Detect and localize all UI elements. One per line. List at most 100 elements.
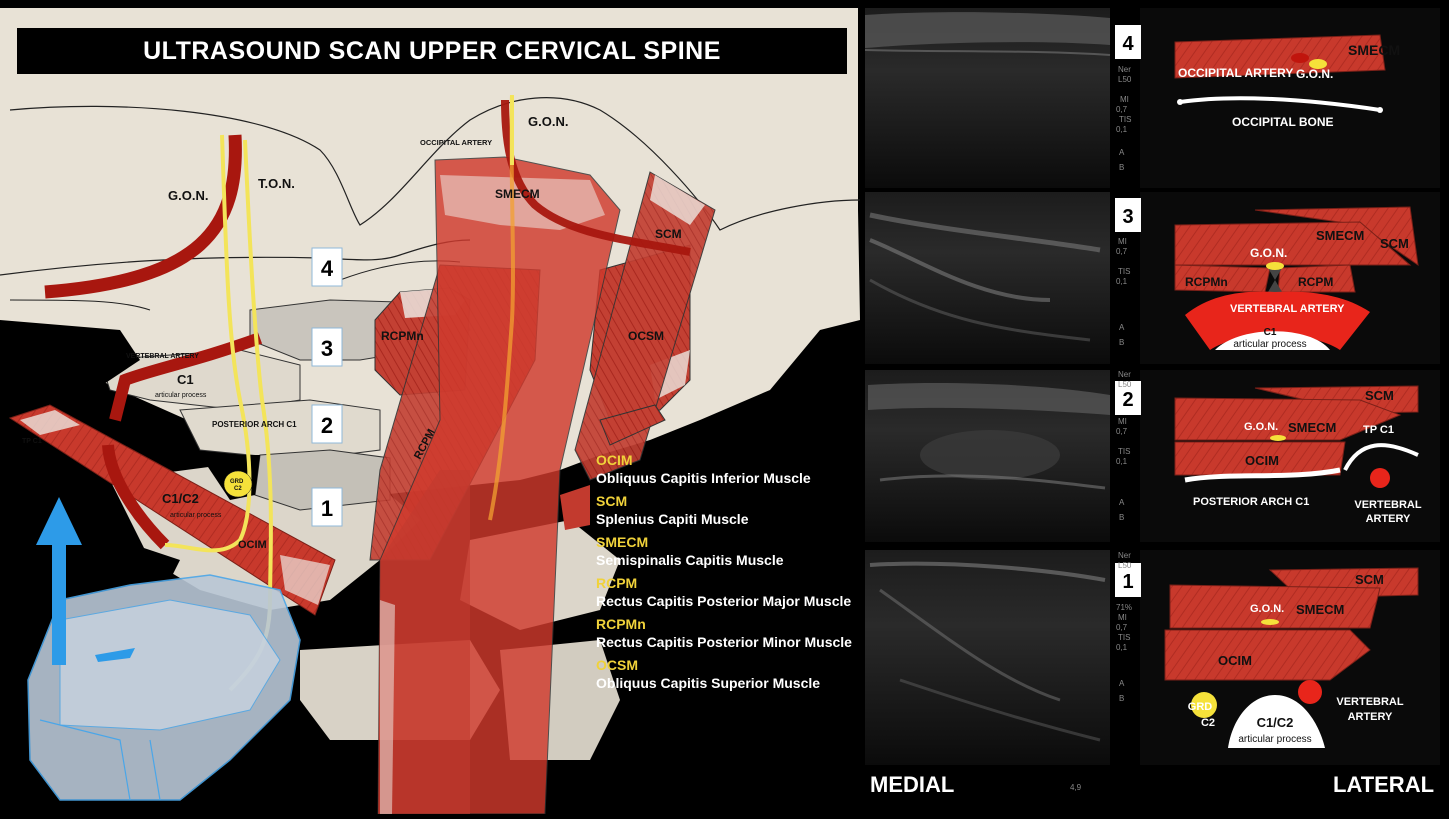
- legend-item: OCIM Obliquus Capitis Inferior Muscle: [596, 452, 858, 487]
- svg-text:SCM: SCM: [1355, 572, 1384, 587]
- svg-text:ARTERY: ARTERY: [1348, 711, 1393, 723]
- svg-text:C1/C2: C1/C2: [1257, 715, 1294, 730]
- svg-text:OCCIPITAL ARTERY: OCCIPITAL ARTERY: [1178, 66, 1293, 80]
- level-marker-4: 4: [312, 248, 342, 286]
- svg-text:4: 4: [321, 256, 334, 281]
- label-rcpmn-illus: RCPMn: [381, 329, 424, 343]
- svg-text:G.O.N.: G.O.N.: [1244, 421, 1278, 433]
- label-gon-left: G.O.N.: [168, 188, 208, 203]
- legend-item: RCPMn Rectus Capitis Posterior Minor Mus…: [596, 616, 858, 651]
- svg-text:A: A: [1119, 323, 1125, 332]
- svg-text:0,1: 0,1: [1116, 277, 1128, 286]
- label-ocsm-illus: OCSM: [628, 329, 664, 343]
- svg-text:L50: L50: [1118, 561, 1132, 570]
- svg-text:A: A: [1119, 498, 1125, 507]
- svg-text:G.O.N.: G.O.N.: [1250, 603, 1284, 615]
- svg-text:TIS: TIS: [1118, 267, 1130, 276]
- legend-abbr: SCM: [596, 493, 858, 510]
- svg-text:TIS: TIS: [1119, 115, 1131, 124]
- legend-full-name: Rectus Capitis Posterior Major Muscle: [596, 592, 858, 610]
- lateral-label: LATERAL: [1333, 772, 1434, 798]
- panel-level-2: SCM G.O.N. SMECM TP C1 OCIM POSTERIOR AR…: [865, 370, 1440, 542]
- svg-text:SCM: SCM: [1380, 236, 1409, 251]
- page-title: ULTRASOUND SCAN UPPER CERVICAL SPINE: [17, 28, 847, 74]
- legend-full-name: Obliquus Capitis Inferior Muscle: [596, 469, 858, 487]
- svg-text:VERTEBRAL: VERTEBRAL: [1354, 499, 1422, 511]
- svg-text:0,1: 0,1: [1116, 643, 1128, 652]
- svg-text:ARTERY: ARTERY: [1366, 513, 1411, 525]
- label-c1-sub-illus: articular process: [155, 392, 207, 399]
- legend-full-name: Rectus Capitis Posterior Minor Muscle: [596, 633, 858, 651]
- level-marker-3: 3: [312, 328, 342, 366]
- legend-abbr: OCSM: [596, 657, 858, 674]
- svg-text:1: 1: [321, 496, 333, 521]
- svg-text:0,1: 0,1: [1116, 125, 1128, 134]
- svg-text:0,7: 0,7: [1116, 623, 1128, 632]
- legend-full-name: Splenius Capiti Muscle: [596, 510, 858, 528]
- legend-item: RCPM Rectus Capitis Posterior Major Musc…: [596, 575, 858, 610]
- svg-text:MI: MI: [1120, 95, 1129, 104]
- svg-text:Ner: Ner: [1118, 370, 1131, 379]
- svg-text:0,7: 0,7: [1116, 105, 1128, 114]
- label-c1-illus: C1: [177, 372, 194, 387]
- svg-text:4: 4: [1122, 33, 1134, 55]
- svg-text:L50: L50: [1118, 75, 1132, 84]
- svg-text:4,9: 4,9: [1070, 783, 1082, 792]
- svg-text:POSTERIOR ARCH C1: POSTERIOR ARCH C1: [1193, 496, 1309, 508]
- panel-level-3: SCM SMECM G.O.N. RCPMn RCPM VERTEBRAL AR…: [865, 192, 1440, 364]
- svg-text:SMECM: SMECM: [1296, 602, 1344, 617]
- level-marker-1: 1: [312, 488, 342, 526]
- label-vertebral-artery-illus: VERTEBRAL ARTERY: [126, 353, 199, 360]
- svg-text:VERTEBRAL: VERTEBRAL: [1336, 696, 1404, 708]
- label-gon-top: G.O.N.: [528, 114, 568, 129]
- svg-text:VERTEBRAL ARTERY: VERTEBRAL ARTERY: [1230, 303, 1345, 315]
- svg-text:Ner: Ner: [1118, 551, 1131, 560]
- svg-text:C2: C2: [1201, 717, 1215, 729]
- posterior-arch-c1: [180, 400, 380, 460]
- svg-text:C1: C1: [1264, 327, 1277, 338]
- svg-text:71%: 71%: [1116, 603, 1132, 612]
- svg-text:OCIM: OCIM: [1218, 653, 1252, 668]
- svg-text:1: 1: [1122, 571, 1133, 593]
- panel-level-4: SMECM OCCIPITAL ARTERY G.O.N. OCCIPITAL …: [865, 8, 1440, 188]
- legend-abbr: RCPM: [596, 575, 858, 592]
- legend-item: OCSM Obliquus Capitis Superior Muscle: [596, 657, 858, 692]
- legend-full-name: Semispinalis Capitis Muscle: [596, 551, 858, 569]
- svg-text:B: B: [1119, 338, 1124, 347]
- svg-text:TIS: TIS: [1118, 447, 1130, 456]
- svg-text:MI: MI: [1118, 613, 1127, 622]
- label-occipital-artery: OCCIPITAL ARTERY: [420, 138, 492, 147]
- svg-text:TIS: TIS: [1118, 633, 1130, 642]
- legend-abbr: RCPMn: [596, 616, 858, 633]
- svg-text:3: 3: [1122, 206, 1133, 228]
- svg-text:3: 3: [321, 336, 333, 361]
- medial-label: MEDIAL: [870, 772, 954, 798]
- svg-text:GRD: GRD: [1188, 701, 1213, 713]
- svg-text:articular process: articular process: [1238, 734, 1311, 745]
- level-marker-2: 2: [312, 405, 342, 443]
- legend-item: SMECM Semispinalis Capitis Muscle: [596, 534, 858, 569]
- svg-text:RCPM: RCPM: [1298, 275, 1333, 289]
- legend-abbr: SMECM: [596, 534, 858, 551]
- legend-abbr: OCIM: [596, 452, 858, 469]
- label-grd-c2-illus: C2: [234, 486, 242, 492]
- svg-text:B: B: [1119, 513, 1124, 522]
- panel-level-1: SCM G.O.N. SMECM OCIM GRD C2 C1/C2 artic…: [865, 550, 1440, 765]
- label-c1c2-illus: C1/C2: [162, 491, 199, 506]
- svg-text:G.O.N.: G.O.N.: [1296, 67, 1333, 81]
- svg-text:TP C1: TP C1: [1363, 424, 1394, 436]
- svg-text:Ner: Ner: [1118, 65, 1131, 74]
- label-smecm-illus: SMECM: [495, 187, 540, 201]
- muscle-legend: OCIM Obliquus Capitis Inferior Muscle SC…: [596, 452, 858, 698]
- svg-text:L50: L50: [1118, 380, 1132, 389]
- svg-text:0,7: 0,7: [1116, 427, 1128, 436]
- label-tp-c1-illus: TP C1: [22, 438, 42, 445]
- svg-text:B: B: [1119, 163, 1124, 172]
- label-c1c2-sub-illus: articular process: [170, 512, 222, 519]
- panel4-occipital-artery-dot: [1291, 53, 1309, 63]
- svg-text:B: B: [1119, 694, 1124, 703]
- svg-text:articular process: articular process: [1233, 339, 1306, 350]
- svg-text:SMECM: SMECM: [1348, 42, 1400, 58]
- label-ton: T.O.N.: [258, 176, 295, 191]
